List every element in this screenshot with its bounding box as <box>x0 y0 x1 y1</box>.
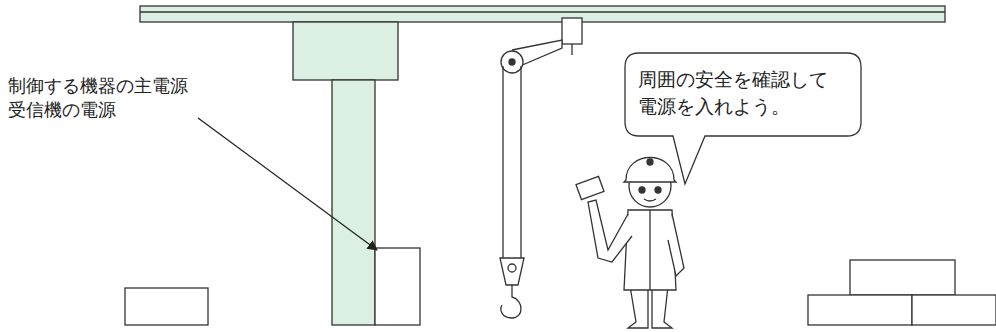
remote-control <box>576 176 604 199</box>
hoist-trolley <box>562 18 582 44</box>
hook-block-pin <box>508 264 516 272</box>
support-bracket <box>293 22 398 80</box>
hook-block <box>500 258 524 285</box>
hoist-rod <box>571 44 572 55</box>
stacked-box <box>912 295 996 325</box>
worker-arm <box>588 200 632 262</box>
worker-figure <box>576 158 684 329</box>
speech-bubble: 周囲の安全を確認して 電源を入れよう。 <box>625 53 861 136</box>
hoist-rope <box>502 66 503 258</box>
helmet-lamp <box>647 159 653 165</box>
leader-label: 制御する機器の主電源 <box>8 74 188 98</box>
worker-arm <box>668 214 684 276</box>
worker-body <box>624 210 676 290</box>
hoist-rope <box>520 66 521 258</box>
leader-label: 受信機の電源 <box>8 98 116 122</box>
hoist-pulley <box>501 51 523 73</box>
worker-eye <box>639 187 645 193</box>
hook <box>501 285 521 318</box>
worker-seam <box>649 210 650 290</box>
pulley-axle <box>509 59 515 65</box>
bubble-outline <box>625 53 861 136</box>
worker-mouth <box>644 199 656 201</box>
crane-rail <box>140 6 945 22</box>
stacked-box <box>808 295 912 325</box>
worker-leg <box>628 286 648 328</box>
stacked-box <box>850 260 955 295</box>
bubble-shape <box>625 53 861 184</box>
rail-line <box>140 11 945 12</box>
support-column <box>332 80 375 325</box>
worker-helmet <box>624 158 676 183</box>
worker-leg <box>652 286 672 328</box>
ground-box <box>125 288 208 325</box>
speech-text: 周囲の安全を確認して 電源を入れよう。 <box>638 66 843 120</box>
worker-eye <box>655 187 661 193</box>
power-box <box>375 248 420 325</box>
leader-line <box>198 118 377 250</box>
